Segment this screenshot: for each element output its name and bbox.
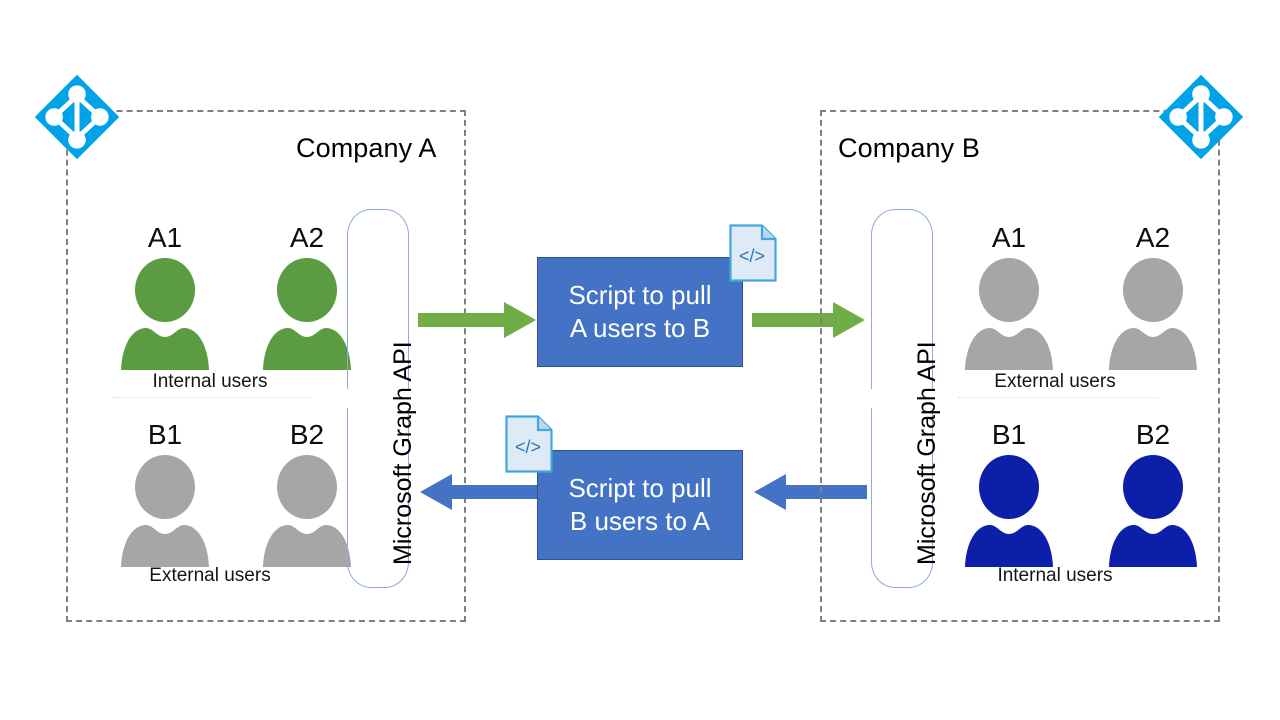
graph-api-bracket-top (871, 209, 933, 389)
group-caption: Internal users (152, 371, 268, 392)
person-icon (1107, 455, 1199, 567)
user-label: B2 (289, 419, 325, 450)
script-a-to-b-line1: Script to pull (568, 279, 712, 310)
user-label: A2 (1135, 222, 1171, 253)
person-icon (1107, 258, 1199, 370)
script-b-to-a-box[interactable]: Script to pull B users to A (537, 450, 743, 560)
group-caption: External users (149, 565, 271, 586)
group-caption: External users (994, 371, 1116, 392)
code-file-icon: </> (505, 415, 553, 473)
company-a-container (66, 110, 466, 622)
user-label: A1 (147, 222, 183, 253)
person-icon (963, 258, 1055, 370)
person-icon (261, 258, 353, 370)
azure-active-directory-icon (33, 73, 121, 161)
user-label: A2 (289, 222, 325, 253)
graph-api-bracket-top (347, 209, 409, 389)
code-file-icon: </> (729, 224, 777, 282)
user-label: A1 (991, 222, 1027, 253)
user-label: B1 (991, 419, 1027, 450)
graph-api-label: Microsoft Graph API (913, 341, 941, 565)
graph-api-label: Microsoft Graph API (389, 341, 417, 565)
script-a-to-b-box[interactable]: Script to pull A users to B (537, 257, 743, 367)
arrow-script-to-b-graph (752, 298, 867, 342)
script-b-to-a-line1: Script to pull (568, 472, 712, 503)
company-b-container (820, 110, 1220, 622)
arrow-a-graph-to-script (418, 298, 538, 342)
user-label: B1 (147, 419, 183, 450)
person-icon (119, 455, 211, 567)
script-b-to-a-line2: B users to A (569, 506, 711, 536)
script-a-to-b-line2: A users to B (569, 313, 711, 343)
person-icon (963, 455, 1055, 567)
graph-api-bracket-bottom (871, 408, 933, 588)
arrow-script-to-a-graph (418, 470, 538, 514)
code-file-glyph: </> (739, 246, 765, 266)
company-b-title: Company B (838, 133, 980, 163)
person-icon (119, 258, 211, 370)
azure-active-directory-icon (1157, 73, 1245, 161)
group-divider (112, 397, 312, 398)
graph-api-bracket-bottom (347, 408, 409, 588)
user-label: B2 (1135, 419, 1171, 450)
company-a-title: Company A (296, 133, 437, 163)
arrow-b-graph-to-script (752, 470, 867, 514)
group-caption: Internal users (997, 565, 1113, 586)
person-icon (261, 455, 353, 567)
code-file-glyph: </> (515, 437, 541, 457)
group-divider (958, 397, 1158, 398)
